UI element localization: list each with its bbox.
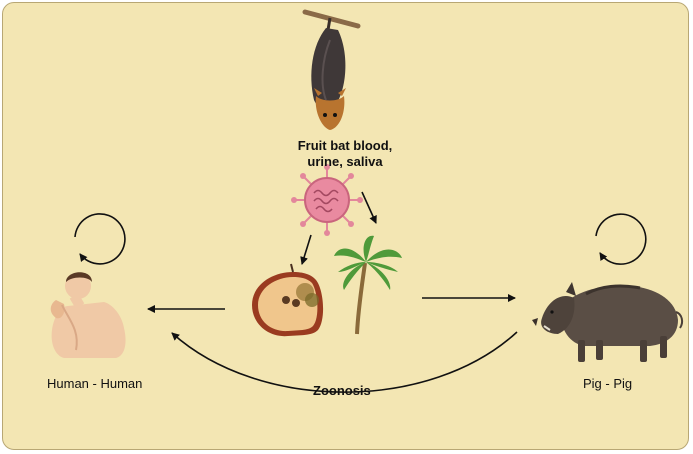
virus-icon [291,164,363,236]
pig-transmission-label: Pig - Pig [583,376,633,391]
human-figure-icon [50,272,126,358]
human-transmission-label: Human - Human [47,376,143,391]
arrow-virus-to-fruit [300,234,312,265]
zoonosis-label: Zoonosis [313,383,371,398]
zoonosis-arrow [171,331,518,393]
human-cycle-arrow [74,213,126,265]
wild-boar-icon [532,282,684,362]
contaminated-fruit-icon [252,263,324,337]
arrow-virus-to-palm [361,191,377,224]
diagram-panel [2,2,689,450]
pig-cycle-arrow [595,213,647,265]
palm-tree-icon [334,235,402,335]
fruit-bat-icon [302,9,361,130]
transmission-source-label: Fruit bat blood, urine, saliva [250,138,440,170]
source-label-line1: Fruit bat blood, [297,138,393,153]
source-label-line2: urine, saliva [307,154,383,169]
